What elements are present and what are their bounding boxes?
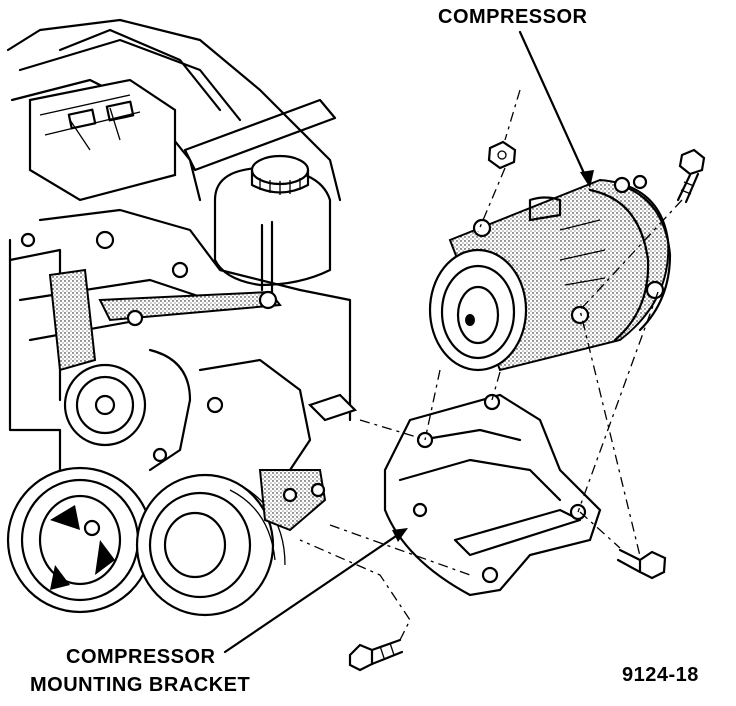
alignment-lines — [299, 89, 683, 641]
mounting-bracket-illustration — [383, 393, 602, 597]
fasteners — [307, 140, 706, 672]
compressor-illustration — [428, 174, 672, 372]
bracket-label-line2: MOUNTING BRACKET — [30, 674, 251, 696]
compressor-label: COMPRESSOR — [438, 6, 588, 28]
engine-block — [6, 18, 352, 617]
figure-number: 9124-18 — [622, 664, 699, 686]
bracket-label-line1: COMPRESSOR — [66, 646, 216, 668]
leader-arrows — [223, 30, 594, 654]
